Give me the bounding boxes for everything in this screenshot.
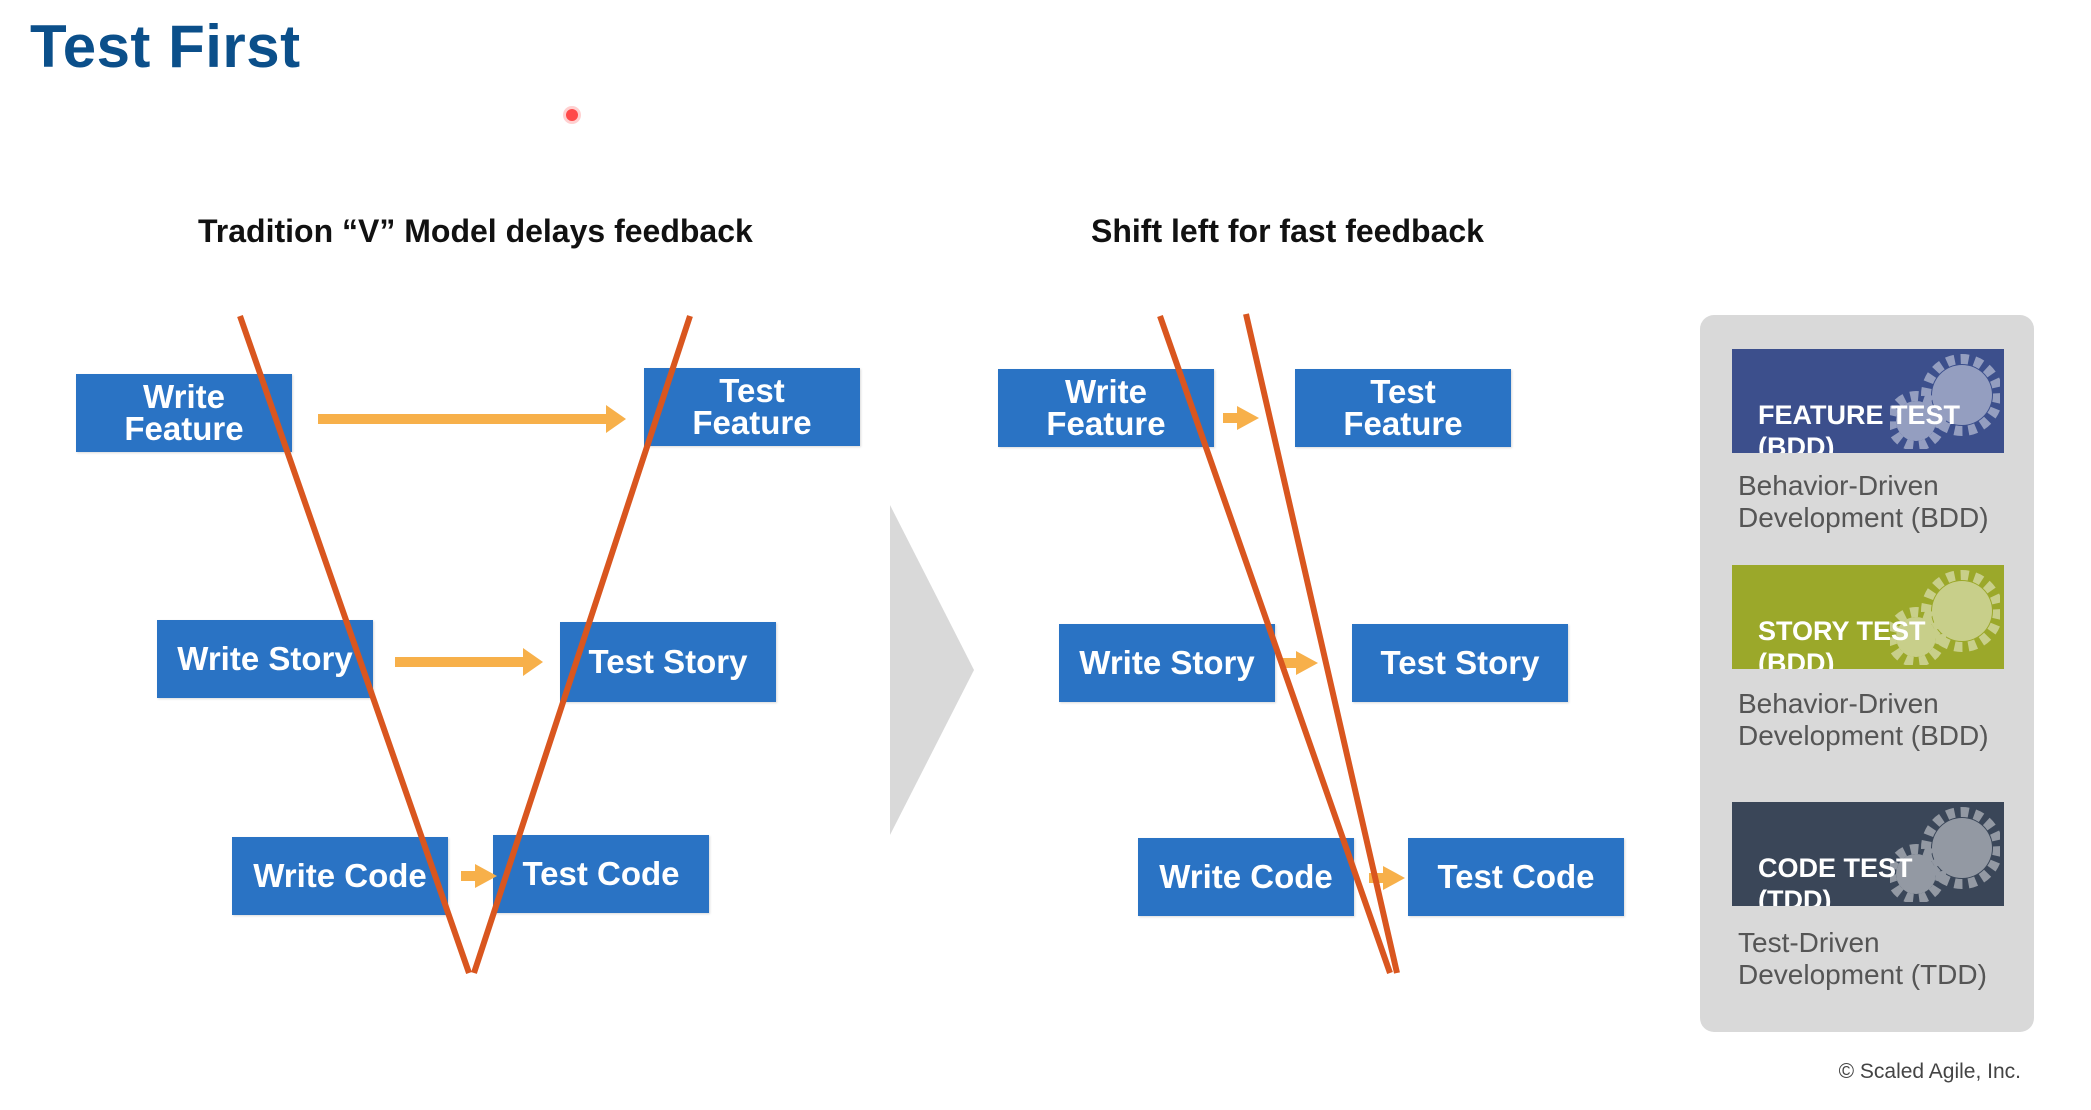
left-write-code-box: Write Code [232,837,448,915]
legend-story-test-description: Behavior-Driven Development (BDD) [1738,688,1989,751]
page-title: Test First [30,13,301,80]
copyright-notice: © Scaled Agile, Inc. [1838,1060,2021,1083]
left-story-arrow [395,648,543,676]
legend-feature-test-description: Behavior-Driven Development (BDD) [1738,470,1989,533]
left-v-line-up [471,315,693,974]
legend-feature-test-box: FEATURE TEST (BDD) [1732,349,2004,453]
chevron-right-icon [890,505,974,835]
right-write-code-box: Write Code [1138,838,1354,916]
legend-code-test-description: Test-Driven Development (TDD) [1738,927,1987,990]
left-section-heading: Tradition “V” Model delays feedback [198,213,753,249]
right-test-feature-box: Test Feature [1295,369,1511,447]
right-test-story-box: Test Story [1352,624,1568,702]
legend-story-test-box: STORY TEST (BDD) [1732,565,2004,669]
legend-code-test-box: CODE TEST (TDD) [1732,802,2004,906]
left-write-story-box: Write Story [157,620,373,698]
left-code-arrow [461,864,497,888]
legend-story-test-label: STORY TEST (BDD) [1758,616,1926,669]
right-line-outer [1157,315,1393,974]
right-story-arrow [1282,651,1318,675]
right-test-code-box: Test Code [1408,838,1624,916]
gears-icon [1890,807,2000,902]
left-test-feature-box: Test Feature [644,368,860,446]
left-feature-arrow [318,405,626,433]
left-test-code-box: Test Code [493,835,709,913]
legend-panel: FEATURE TEST (BDD) Behavior-Driven Devel… [1700,315,2034,1032]
legend-code-test-label: CODE TEST (TDD) [1758,853,1913,906]
right-write-story-box: Write Story [1059,624,1275,702]
left-write-feature-box: Write Feature [76,374,292,452]
right-line-inner [1243,313,1400,974]
left-v-line-down [237,315,472,974]
cursor-pointer-dot [566,109,578,121]
right-feature-arrow [1223,406,1259,430]
gears-icon [1890,570,2000,665]
right-section-heading: Shift left for fast feedback [1091,213,1484,249]
legend-feature-test-label: FEATURE TEST (BDD) [1758,400,1960,453]
left-test-story-box: Test Story [560,622,776,702]
right-write-feature-box: Write Feature [998,369,1214,447]
gears-icon [1890,354,2000,449]
